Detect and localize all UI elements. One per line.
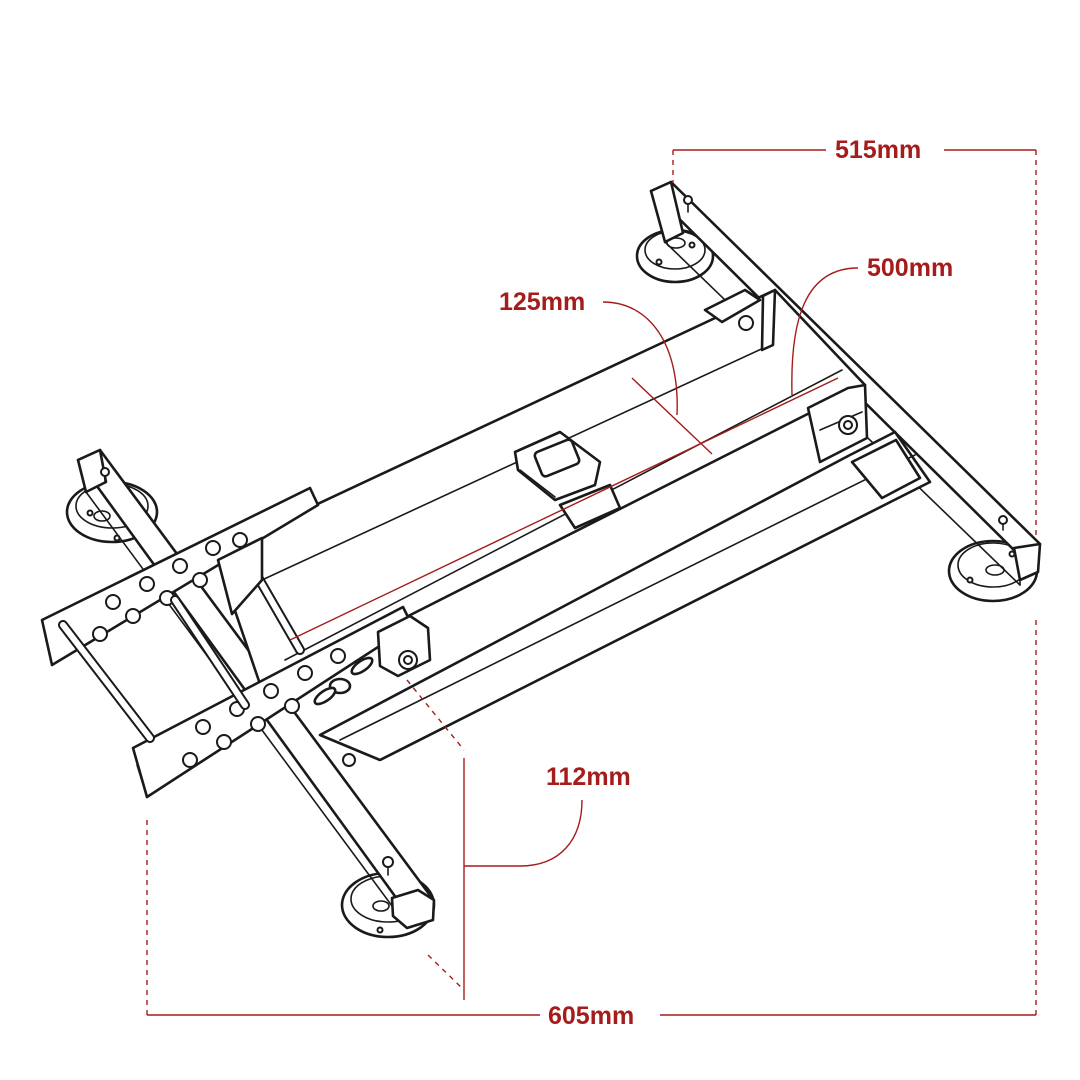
- dimension-lines: [146, 149, 1037, 1016]
- dim-112-leader: [464, 799, 583, 867]
- dim-label-112: 112mm: [544, 763, 633, 791]
- dim-112-bottom-diag: [427, 954, 465, 991]
- front-bracket: [216, 536, 432, 706]
- dim-500-main: [289, 377, 839, 641]
- dim-125-leader: [602, 301, 678, 416]
- strap-buckle: [513, 430, 622, 530]
- dim-label-125: 125mm: [497, 288, 588, 316]
- dim-label-500: 500mm: [865, 254, 956, 282]
- dim-125-main: [631, 377, 713, 455]
- main-channel: [213, 288, 932, 767]
- dim-label-515: 515mm: [833, 136, 924, 164]
- dim-label-605: 605mm: [546, 1002, 637, 1030]
- dim-500-leader: [791, 267, 859, 396]
